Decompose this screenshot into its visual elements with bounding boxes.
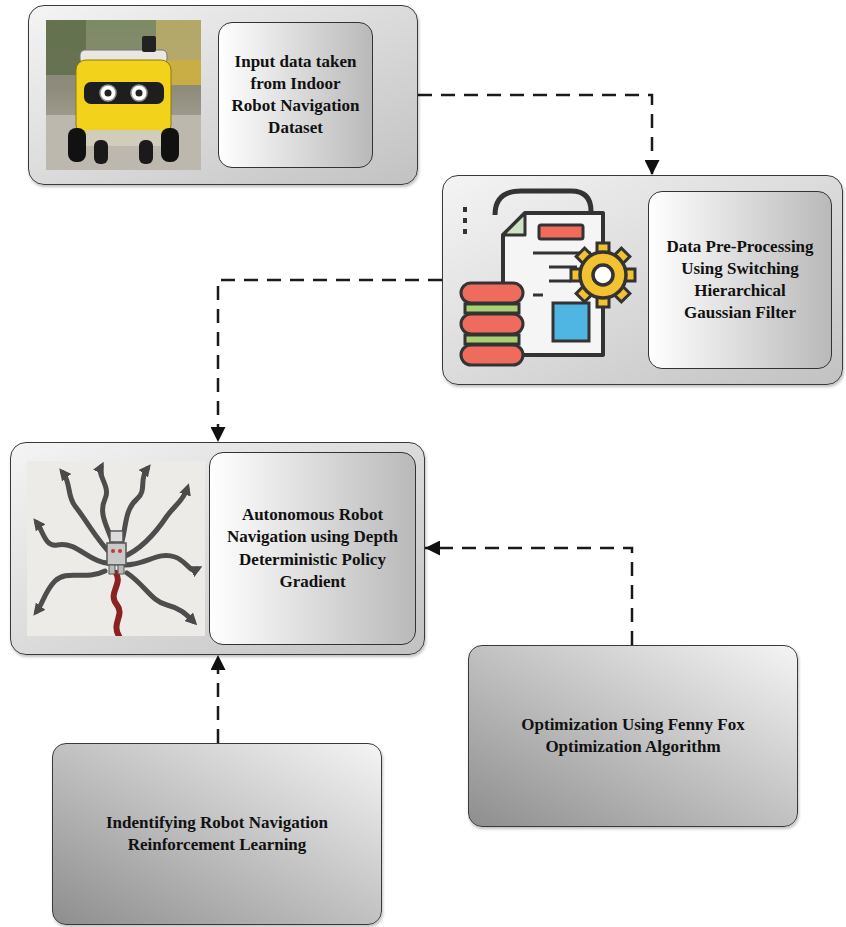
dashed-arrow — [218, 280, 442, 442]
optimization-box: Optimization Using Fenny Fox Optimizatio… — [468, 645, 798, 827]
node-label: Optimization Using Fenny Fox Optimizatio… — [489, 714, 777, 758]
robot-paths-picture — [27, 461, 205, 636]
dashed-arrow — [425, 548, 632, 645]
node-label: Autonomous Robot Navigation using Depth … — [209, 452, 416, 645]
navigation-box: Autonomous Robot Navigation using Depth … — [10, 442, 425, 655]
robot-photo — [46, 20, 201, 170]
preprocessing-icon — [453, 183, 638, 378]
preprocessing-box: Data Pre-Processing Using Switching Hier… — [442, 175, 843, 385]
reinforcement-box: Indentifying Robot Navigation Reinforcem… — [52, 743, 382, 925]
dashed-arrow — [418, 95, 652, 175]
node-label: Data Pre-Processing Using Switching Hier… — [648, 191, 832, 369]
input-data-box: Input data taken from Indoor Robot Navig… — [28, 5, 418, 185]
node-label: Indentifying Robot Navigation Reinforcem… — [73, 812, 361, 856]
dashed-arrow — [217, 655, 220, 743]
node-label: Input data taken from Indoor Robot Navig… — [218, 22, 373, 168]
